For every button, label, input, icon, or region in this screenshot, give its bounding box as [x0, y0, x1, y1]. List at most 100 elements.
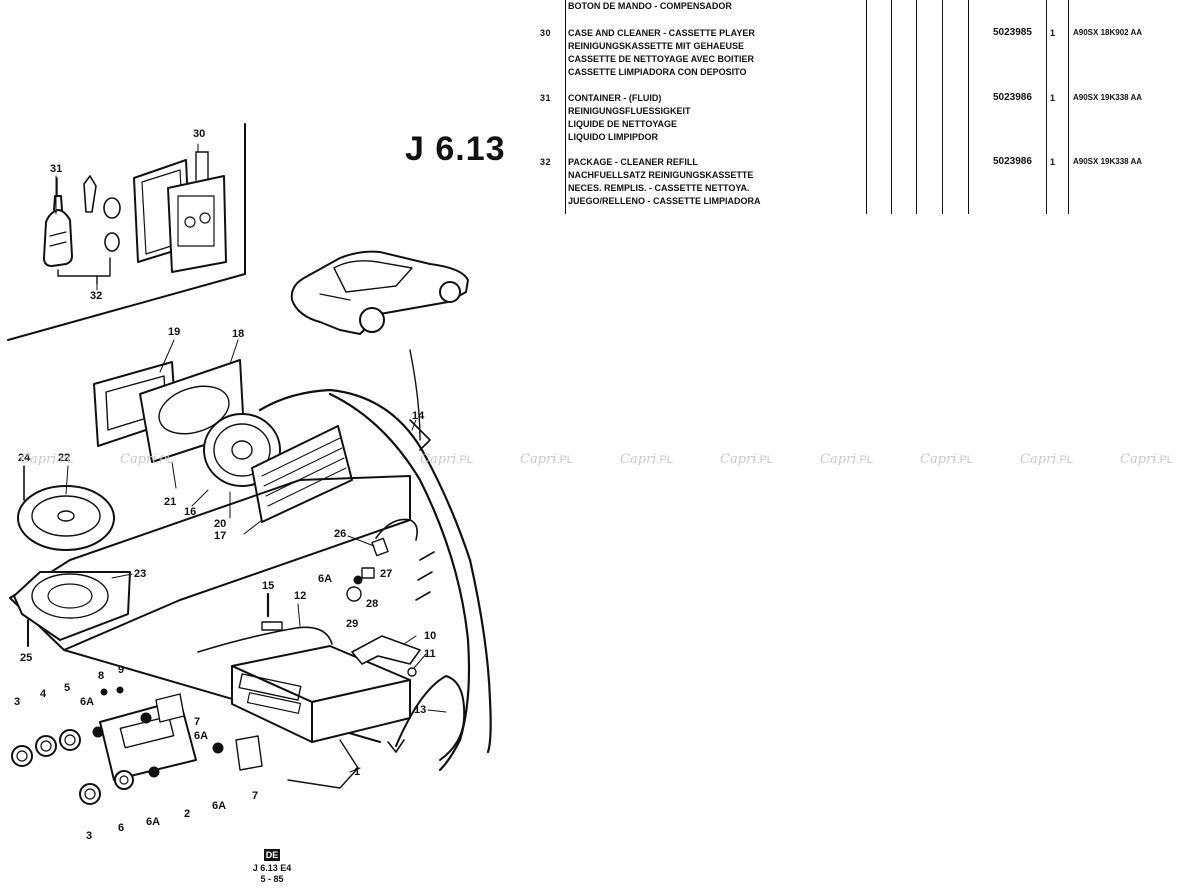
desc-line: REINIGUNGSFLUESSIGKEIT — [568, 106, 691, 116]
leader-lines — [55, 143, 447, 773]
callout-22: 22 — [58, 452, 71, 464]
watermark-brand: Capri — [520, 452, 557, 467]
callout-7: 7 — [194, 716, 201, 728]
table-rule-model — [1068, 0, 1069, 214]
callout-6: 6 — [118, 822, 125, 834]
watermark-brand: Capri — [820, 452, 857, 467]
row-part-number: 5023986 — [993, 92, 1032, 103]
watermark: Capri.PL — [1020, 452, 1073, 467]
callout-10: 10 — [424, 630, 437, 642]
callout-6a: 6A — [212, 800, 227, 812]
radio-cassette-unit — [231, 645, 411, 743]
watermark-brand: Capri — [920, 452, 957, 467]
antenna-lead-12 — [197, 621, 333, 653]
row-qty: 1 — [1050, 93, 1056, 103]
mounting-bracket — [351, 635, 421, 677]
watermark-brand: Capri — [120, 452, 157, 467]
callout-5: 5 — [64, 682, 71, 694]
fluid-bottle-icon — [43, 177, 73, 267]
callout-11: 11 — [424, 648, 436, 660]
row-part-number: 5023985 — [993, 27, 1032, 38]
parts-table: BOTON DE MANDO - COMPENSADOR 30 CASE AND… — [530, 0, 1170, 214]
cable-13 — [387, 675, 466, 761]
callout-7: 7 — [252, 790, 259, 802]
watermark-suffix: .PL — [756, 454, 773, 466]
callout-12: 12 — [294, 590, 307, 602]
callout-4: 4 — [40, 688, 47, 700]
watermark-brand: Capri — [720, 452, 757, 467]
callout-26: 26 — [334, 528, 347, 540]
watermark-suffix: .PL — [856, 454, 873, 466]
callout-27: 27 — [380, 568, 393, 580]
nut-6a-icon — [92, 575, 363, 778]
row-model: A90SX 19K338 AA — [1073, 93, 1143, 102]
desc-line: NACHFUELLSATZ REINIGUNGSKASSETTE — [568, 170, 754, 180]
callout-3: 3 — [14, 696, 21, 708]
diagram-title: J 6.13 — [405, 130, 506, 168]
desc-line: LIQUIDO LIMPIPDOR — [568, 132, 658, 142]
knob-3-icon — [11, 745, 101, 805]
door-speaker-22 — [17, 485, 115, 551]
page-footer-stamp: DE J 6.13 E4 5 - 85 — [246, 845, 298, 885]
table-rule-a — [866, 0, 867, 214]
row-pos: 31 — [540, 93, 552, 103]
callout-17: 17 — [214, 530, 227, 542]
screws-8-9 — [100, 686, 124, 696]
watermark-brand: Capri — [620, 452, 657, 467]
watermark: Capri.PL — [420, 452, 473, 467]
watermark-suffix: .PL — [556, 454, 573, 466]
callout-15: 15 — [262, 580, 275, 592]
grille-17 — [251, 425, 353, 523]
watermark-suffix: .PL — [1056, 454, 1073, 466]
row-qty: 1 — [1050, 157, 1056, 167]
watermark: Capri.PL — [20, 452, 73, 467]
front-panel-2 — [99, 699, 197, 781]
desc-line: REINIGUNGSKASSETTE MIT GEHAEUSE — [568, 41, 745, 51]
plate-7-icon — [155, 693, 263, 771]
row-model: A90SX 18K902 AA — [1073, 28, 1143, 37]
speaker-housing-23 — [13, 571, 131, 641]
callout-30: 30 — [193, 128, 206, 140]
watermark-brand: Capri — [420, 452, 457, 467]
callout-29: 29 — [346, 618, 359, 630]
callout-8: 8 — [98, 670, 105, 682]
watermark-suffix: .PL — [56, 454, 73, 466]
desc-line: LIQUIDE DE NETTOYAGE — [568, 119, 678, 129]
callout-20: 20 — [214, 518, 227, 530]
connectors-cluster — [346, 518, 435, 602]
bracket-wire-1 — [287, 739, 359, 789]
callout-6a: 6A — [194, 730, 209, 742]
row-desc: PACKAGE - CLEANER REFILL NACHFUELLSATZ R… — [568, 156, 761, 208]
callout-9: 9 — [118, 664, 125, 676]
row-desc: BOTON DE MANDO - COMPENSADOR — [568, 0, 732, 13]
callout-25: 25 — [20, 652, 33, 664]
watermark-brand: Capri — [20, 452, 57, 467]
desc-line: PACKAGE - CLEANER REFILL — [568, 157, 698, 167]
desc-line: NECES. REMPLIS. - CASSETTE NETTOYA. — [568, 183, 750, 193]
desc-line: CONTAINER - (FLUID) — [568, 93, 662, 103]
callout-21: 21 — [164, 496, 177, 508]
watermark-suffix: .PL — [656, 454, 673, 466]
watermark-suffix: .PL — [156, 454, 173, 466]
callout-18: 18 — [232, 328, 245, 340]
row-desc: CASE AND CLEANER - CASSETTE PLAYER REINI… — [568, 27, 755, 79]
page-date: 5 - 85 — [260, 874, 284, 884]
callout-32: 32 — [90, 290, 103, 302]
callout-3: 3 — [86, 830, 93, 842]
watermark: Capri.PL — [720, 452, 773, 467]
table-rule-e — [968, 0, 969, 214]
watermark: Capri.PL — [1120, 452, 1173, 467]
table-rule-b — [891, 0, 892, 214]
watermark: Capri.PL — [520, 452, 573, 467]
watermark: Capri.PL — [620, 452, 673, 467]
watermark-brand: Capri — [1020, 452, 1057, 467]
desc-line: CASE AND CLEANER - CASSETTE PLAYER — [568, 28, 755, 38]
cleaning-kit-inset — [7, 123, 246, 341]
car-illustration — [290, 250, 469, 335]
callout-13: 13 — [414, 704, 427, 716]
row-desc: CONTAINER - (FLUID) REINIGUNGSFLUESSIGKE… — [568, 92, 691, 144]
callout-16: 16 — [184, 506, 197, 518]
desc-line: BOTON DE MANDO - COMPENSADOR — [568, 1, 732, 11]
callout-6a: 6A — [146, 816, 161, 828]
